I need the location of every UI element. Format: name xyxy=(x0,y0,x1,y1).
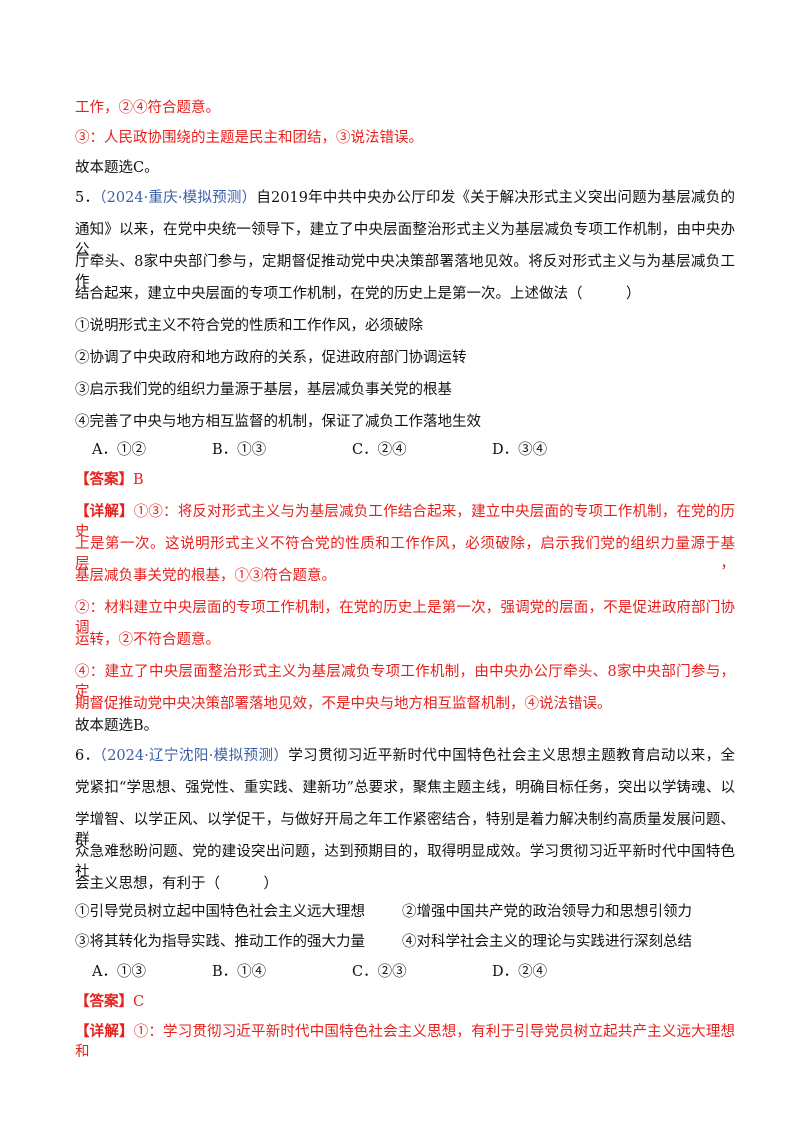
q6-option-c: C．②③ xyxy=(352,964,407,980)
q6-statement: ④对科学社会主义的理论与实践进行深刻总结 xyxy=(402,934,692,950)
q5-number: 5． xyxy=(75,190,100,206)
q6-stem-line: 学增智、以学正风、以学促干，与做好开局之年工作紧密结合，特别是着力解决制约高质量… xyxy=(75,812,735,848)
detail-label: 【详解】 xyxy=(75,503,134,520)
q5-stem-line: 通知》以来，在党中央统一领导下，建立了中央层面整治形式主义为基层减负专项工作机制… xyxy=(75,222,735,258)
q5-option-a: A．①② xyxy=(92,442,146,458)
q6-number: 6． xyxy=(75,748,100,764)
q6-detail-line: 【详解】①：学习贯彻习近平新时代中国特色社会主义思想，有利于引导党员树立起共产主… xyxy=(75,1022,735,1062)
q5-answer: 【答案】B xyxy=(75,470,735,490)
q6-option-a: A．①③ xyxy=(92,964,146,980)
q5-statement: ①说明形式主义不符合党的性质和工作作风，必须破除 xyxy=(75,318,423,334)
answer-value: C xyxy=(133,994,145,1010)
q5-detail-line: ④：建立了中央层面整治形式主义为基层减负专项工作机制，由中央办公厅牵头、8家中央… xyxy=(75,664,735,700)
q5-statement: ②协调了中央政府和地方政府的关系，促进政府部门协调运转 xyxy=(75,350,467,366)
detail-label: 【详解】 xyxy=(75,1023,134,1040)
q5-detail-line: 基层减负事关党的根基，①③符合题意。 xyxy=(75,568,336,584)
q5-option-c: C．②④ xyxy=(352,442,407,458)
q5-statement: ③启示我们党的组织力量源于基层，基层减负事关党的根基 xyxy=(75,382,452,398)
prev-explanation-line: 工作，②④符合题意。 xyxy=(75,100,220,116)
q5-option-d: D．③④ xyxy=(492,442,548,458)
q5-detail-line: 上是第一次。这说明形式主义不符合党的性质和工作作风，必须破除，启示我们党的组织力… xyxy=(75,536,735,572)
q5-stem-line: 厅牵头、8家中央部门参与，定期督促推动党中央决策部署落地见效。将反对形式主义与为… xyxy=(75,254,735,290)
q5-detail-line: 期督促推动党中央决策部署落地见效，不是中央与地方相互监督机制，④说法错误。 xyxy=(75,696,612,712)
answer-value: B xyxy=(133,472,144,488)
q6-source: （2024·辽宁沈阳·模拟预测） xyxy=(99,748,289,764)
q6-statement: ③将其转化为指导实践、推动工作的强大力量 xyxy=(75,934,365,950)
detail-text: ①③：将反对形式主义与为基层减负工作结合起来，建立中央层面的专项工作机制，在党的… xyxy=(75,504,736,540)
q6-statement: ②增强中国共产党的政治领导力和思想引领力 xyxy=(402,904,692,920)
q6-stem-line: 众急难愁盼问题、党的建设突出问题，达到预期目的，取得明显成效。学习贯彻习近平新时… xyxy=(75,844,735,880)
q6-statement: ①引导党员树立起中国特色社会主义远大理想 xyxy=(75,904,365,920)
q5-detail-line: 运转，②不符合题意。 xyxy=(75,632,220,648)
q5-statement: ④完善了中央与地方相互监督的机制，保证了减负工作落地生效 xyxy=(75,414,481,430)
q6-option-b: B．①④ xyxy=(212,964,267,980)
q6-stem-line: 会主义思想，有利于（ ） xyxy=(75,876,278,892)
q6-stem-line: 党紧扣“学思想、强党性、重实践、建新功”总要求，聚焦主题主线，明确目标任务，突出… xyxy=(75,780,735,796)
answer-label: 【答案】 xyxy=(75,993,133,1010)
q5-conclusion: 故本题选B。 xyxy=(75,718,159,734)
prev-conclusion: 故本题选C。 xyxy=(75,160,159,176)
q5-stem-text: 自2019年中共中央办公厅印发《关于解决形式主义突出问题为基层减负的 xyxy=(256,190,736,206)
q6-stem-text: 学习贯彻习近平新时代中国特色社会主义思想主题教育启动以来，全 xyxy=(288,748,736,764)
q5-source: （2024·重庆·模拟预测） xyxy=(99,190,257,206)
q5-option-b: B．①③ xyxy=(212,442,267,458)
detail-text: ①：学习贯彻习近平新时代中国特色社会主义思想，有利于引导党员树立起共产主义远大理… xyxy=(75,1024,736,1060)
q5-detail-line: ②：材料建立中央层面的专项工作机制，在党的历史上是第一次，强调党的层面，不是促进… xyxy=(75,600,735,636)
answer-label: 【答案】 xyxy=(75,471,133,488)
q6-option-d: D．②④ xyxy=(492,964,548,980)
q6-stem-line: 6．（2024·辽宁沈阳·模拟预测）学习贯彻习近平新时代中国特色社会主义思想主题… xyxy=(75,746,735,766)
prev-explanation-line: ③：人民政协围绕的主题是民主和团结，③说法错误。 xyxy=(75,130,423,146)
q6-answer: 【答案】C xyxy=(75,992,735,1012)
q5-stem-line: 结合起来，建立中央层面的专项工作机制，在党的历史上是第一次。上述做法（ ） xyxy=(75,286,641,302)
q5-detail-line: 【详解】①③：将反对形式主义与为基层减负工作结合起来，建立中央层面的专项工作机制… xyxy=(75,502,735,542)
q5-stem-line: 5．（2024·重庆·模拟预测）自2019年中共中央办公厅印发《关于解决形式主义… xyxy=(75,188,735,208)
